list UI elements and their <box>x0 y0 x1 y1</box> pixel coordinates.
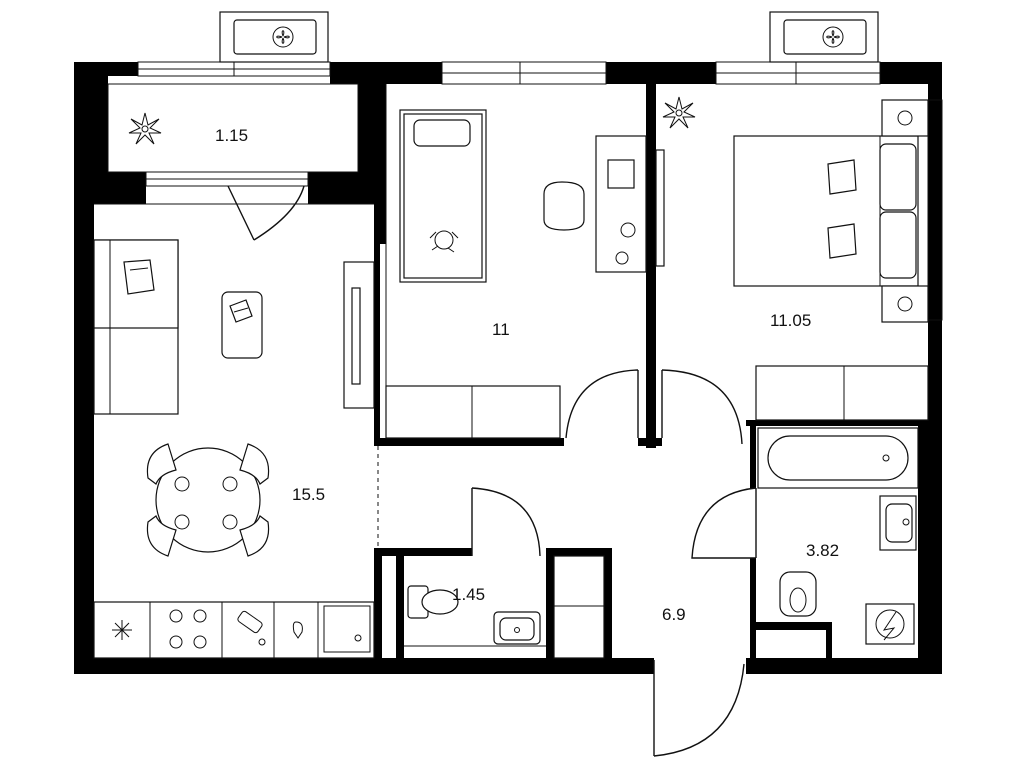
wall-bath-left-top <box>750 420 756 488</box>
balcony-door[interactable] <box>227 185 305 241</box>
wall-living-bedroom-low <box>374 244 380 444</box>
kitchen-sink <box>323 605 371 653</box>
window-master <box>715 61 881 85</box>
coffee-table <box>221 291 263 359</box>
ac-unit-right <box>769 11 879 63</box>
window-balcony-door <box>145 171 309 187</box>
master-bedroom-door[interactable] <box>661 369 743 445</box>
wall-toilet-left <box>374 548 382 658</box>
desk-chair <box>543 181 585 231</box>
wall-top-mid-a <box>330 62 442 84</box>
wall-balcony-bottom-left <box>94 172 146 204</box>
wall-bedroom-bottom <box>374 438 564 446</box>
ac-unit-left <box>219 11 329 63</box>
faucet-icon <box>292 621 303 639</box>
wall-master-bottom <box>746 420 928 426</box>
window-balcony <box>137 61 331 77</box>
bathtub <box>757 427 919 489</box>
plant-icon <box>128 112 162 145</box>
bathroom-door[interactable] <box>691 487 757 559</box>
wall-toilet-left-inner <box>396 554 404 658</box>
dining-set <box>146 443 270 557</box>
balcony-area-label: 1.15 <box>215 126 248 145</box>
wall-bedroom-stub <box>638 438 662 446</box>
double-bed <box>733 135 919 287</box>
wardrobe-master <box>755 365 929 421</box>
wall-bath-left-low <box>750 558 756 658</box>
bathroom-sink <box>879 495 917 551</box>
fan-icon <box>272 26 294 48</box>
entrance-door[interactable] <box>653 660 745 757</box>
nightstand-top <box>881 99 929 137</box>
tv-unit <box>343 261 375 409</box>
snowflake-icon <box>112 620 132 640</box>
windows <box>137 61 943 321</box>
hall-closet <box>553 555 605 659</box>
wall-toilet-right <box>546 548 554 658</box>
wall-toilet-top-right <box>546 548 610 556</box>
wall-toilet-top <box>374 548 472 556</box>
electric-panel-icon <box>865 603 915 645</box>
wall-shaft-top <box>756 622 832 630</box>
wall-bottom-right <box>746 658 942 674</box>
wall-top-mid-b <box>606 62 716 84</box>
plant-icon <box>662 96 696 129</box>
window-bedroom <box>441 61 607 85</box>
fan-icon <box>822 26 844 48</box>
toilet-area-label: 1.45 <box>452 585 485 604</box>
hall-area-label: 6.9 <box>662 605 686 624</box>
living-area-label: 15.5 <box>292 485 325 504</box>
wardrobe-bedroom <box>385 385 561 439</box>
wc-toilet <box>407 585 459 619</box>
bedroom-area-label: 11 <box>492 320 510 339</box>
single-bed <box>399 109 487 283</box>
bathroom-area-label: 3.82 <box>806 541 839 560</box>
window-right-wall <box>927 99 943 321</box>
wall-mirror <box>655 149 665 267</box>
wall-right <box>928 62 942 674</box>
wall-shaft-side <box>826 622 832 658</box>
toilet-door[interactable] <box>471 487 541 557</box>
wall-closet-right <box>604 548 612 658</box>
wall-bath-inner <box>918 426 928 658</box>
wall-top-right <box>880 62 942 84</box>
sofa <box>93 239 179 415</box>
wall-left <box>74 62 94 674</box>
bedroom-door[interactable] <box>565 369 639 439</box>
cutting-board-icon <box>237 610 266 646</box>
nightstand-bottom <box>881 285 929 323</box>
stove-icon <box>169 609 207 649</box>
walls <box>74 62 942 674</box>
master-bedroom-area-label: 11.05 <box>770 311 811 330</box>
kitchen-counter <box>93 601 375 659</box>
wall-balcony-bottom-right <box>308 172 378 204</box>
wall-bottom-left <box>74 658 654 674</box>
wall-living-bedroom <box>374 84 386 244</box>
bathroom-toilet <box>779 571 817 617</box>
wall-bedrooms <box>646 84 656 448</box>
wc-sink <box>493 611 541 645</box>
desk <box>595 135 647 273</box>
